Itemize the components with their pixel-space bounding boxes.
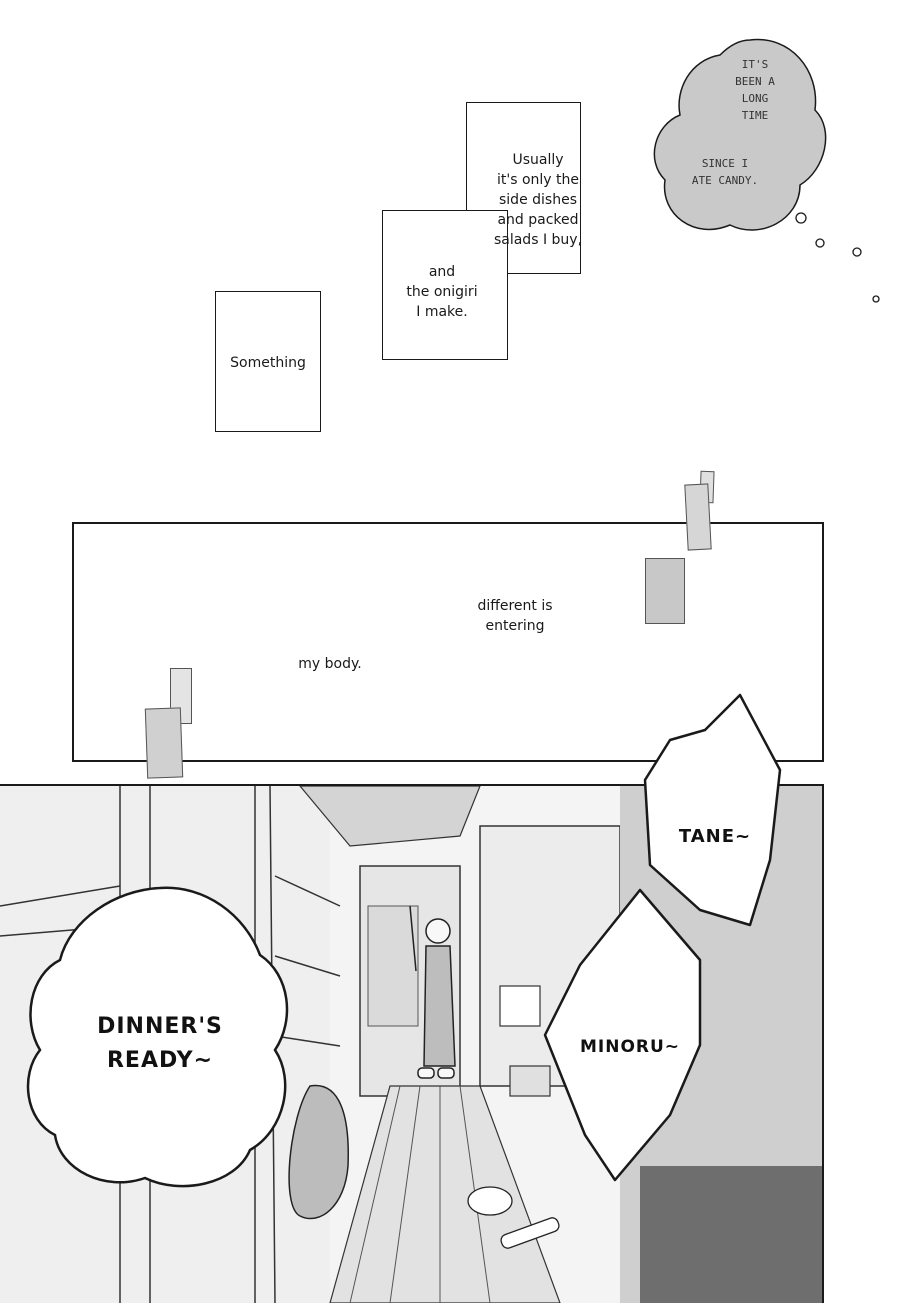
speech-bubble-dinner: DINNER'S READY~ — [20, 880, 300, 1200]
tape-piece — [645, 558, 685, 624]
speech-text-dinner: DINNER'S READY~ — [97, 1014, 223, 1073]
speech-text-minoru: MINORU~ — [579, 1037, 681, 1057]
tape-piece — [684, 483, 712, 551]
thought-dots — [795, 212, 880, 303]
narration-something: Something — [230, 355, 306, 371]
narration-usually: Usually it's only the side dishes and pa… — [493, 152, 583, 248]
narration-different: different is entering — [477, 598, 553, 634]
speech-bubble-minoru-shape — [543, 888, 702, 1182]
narration-box-something — [215, 291, 321, 432]
thought-text-top: IT'S BEEN A LONG TIME — [735, 58, 775, 122]
thought-bubble: IT'S BEEN A LONG TIME SINCE I ATE CANDY. — [650, 30, 850, 250]
thought-text-bottom: SINCE I ATE CANDY. — [691, 157, 759, 187]
speech-bubble-dinner-shape — [26, 886, 289, 1188]
narration-box-join — [468, 212, 504, 270]
narration-onigiri: and the onigiri I make. — [406, 264, 478, 320]
thought-cloud-shape — [653, 38, 827, 231]
narration-body: my body. — [298, 656, 362, 672]
speech-bubble-tane: TANE~ — [630, 690, 790, 930]
speech-bubble-minoru: MINORU~ — [540, 885, 710, 1185]
speech-bubble-tane-shape — [643, 693, 782, 927]
wide-panel — [72, 522, 824, 762]
tape-piece — [144, 707, 184, 779]
speech-text-tane: TANE~ — [678, 826, 752, 847]
